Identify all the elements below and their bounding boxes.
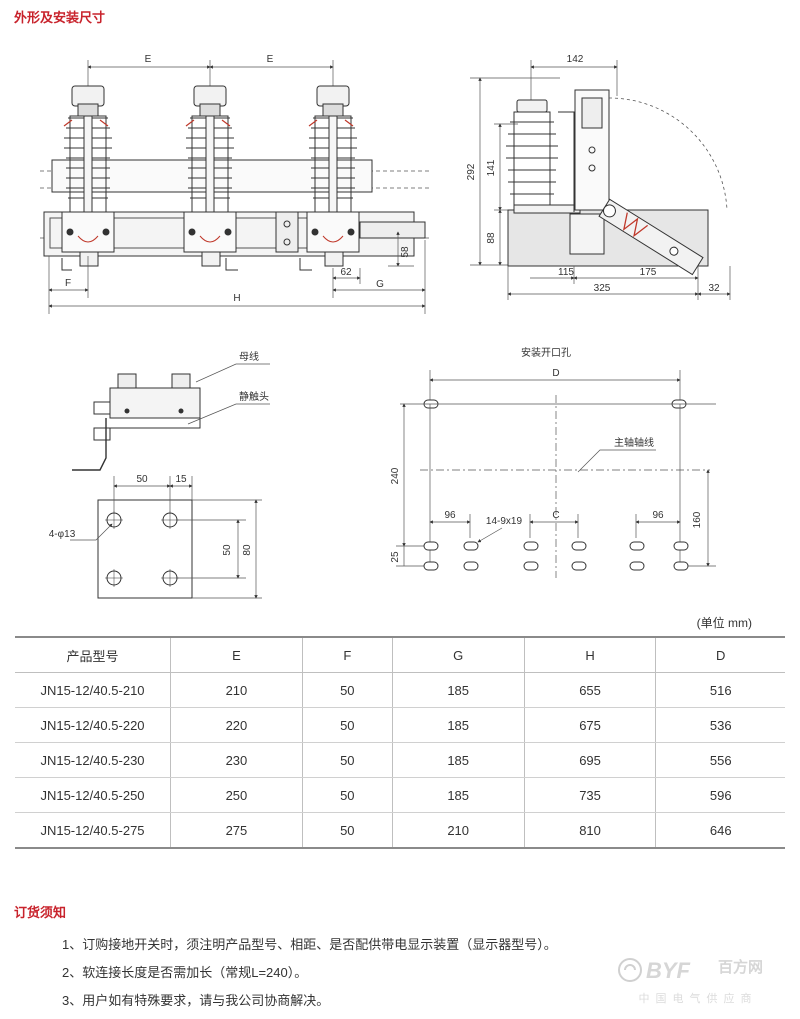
dim-label-25: 25 xyxy=(390,551,401,563)
side-view-drawing: 142 292 141 88 115 175 325 32 xyxy=(466,54,731,300)
watermark-brand: BYF xyxy=(646,958,691,983)
dim-label-c: C xyxy=(552,510,559,521)
table-cell: 516 xyxy=(655,672,785,708)
mounting-plan-drawing: 安装开口孔 D 主轴轴线 240 96 14-9x19 C 96 160 25 xyxy=(390,346,716,578)
list-item: 3、用户如有特殊要求，请与我公司协商解决。 xyxy=(62,993,330,1008)
table-header-cell: 产品型号 xyxy=(15,636,171,673)
dim-label-g: G xyxy=(376,279,384,290)
dimension-drawings: E E F 62 G H 58 xyxy=(40,54,731,599)
busbar-detail-drawing: 母线 静触头 50 15 4-φ13 50 80 xyxy=(49,350,270,599)
dim-label-240: 240 xyxy=(390,467,401,484)
table-header-cell: G xyxy=(391,636,525,673)
table-cell: JN15-12/40.5-230 xyxy=(15,742,171,778)
section-title-dimensions: 外形及安装尺寸 xyxy=(14,10,106,25)
dim-label-e-left: E xyxy=(145,54,152,65)
watermark-brand-cn: 百方网 xyxy=(718,958,763,976)
dim-label-325: 325 xyxy=(594,283,611,294)
label-slot-spec: 14-9x19 xyxy=(486,516,523,527)
dim-label-h: H xyxy=(233,293,240,304)
pole-1 xyxy=(61,85,115,271)
dim-label-142: 142 xyxy=(567,54,584,65)
table-cell: 185 xyxy=(391,777,525,813)
table-row: JN15-12/40.5-250 250 50 185 735 596 xyxy=(15,777,785,813)
section-title-ordering: 订货须知 xyxy=(14,905,67,920)
table-cell: 275 xyxy=(170,812,303,849)
table-cell: 210 xyxy=(391,812,525,849)
table-header-cell: D xyxy=(655,636,785,673)
list-item: 2、软连接长度是否需加长（常规L=240）。 xyxy=(62,965,308,980)
dim-label-62: 62 xyxy=(340,267,352,278)
watermark-tagline: 中国电气供应商 xyxy=(639,991,758,1005)
dim-label-32: 32 xyxy=(708,283,720,294)
dim-label-96-left: 96 xyxy=(444,510,456,521)
label-busbar: 母线 xyxy=(239,350,259,363)
list-item: 1、订购接地开关时，须注明产品型号、相距、是否配供带电显示装置（显示器型号）。 xyxy=(62,937,557,952)
table-header-row: 产品型号 E F G H D xyxy=(15,636,785,673)
pole-2 xyxy=(183,85,238,271)
table-cell: 220 xyxy=(170,707,303,743)
dim-label-busbar-15: 15 xyxy=(175,474,187,485)
label-main-shaft: 主轴轴线 xyxy=(614,436,654,449)
label-static-contact: 静触头 xyxy=(239,390,269,403)
table-cell: 735 xyxy=(523,777,656,813)
table-cell: 675 xyxy=(523,707,656,743)
table-header-cell: F xyxy=(301,636,393,673)
label-hole-spec: 4-φ13 xyxy=(49,529,76,540)
dim-label-e-right: E xyxy=(267,54,274,65)
dim-label-292: 292 xyxy=(466,163,477,180)
table-cell: 50 xyxy=(301,672,393,708)
table-cell: JN15-12/40.5-220 xyxy=(15,707,171,743)
table-row: JN15-12/40.5-275 275 50 210 810 646 xyxy=(15,812,785,849)
table-cell: 230 xyxy=(170,742,303,778)
dim-label-58: 58 xyxy=(400,246,411,258)
dim-label-d: D xyxy=(552,368,559,379)
watermark-logo: BYF 百方网 中国电气供应商 xyxy=(618,958,763,1005)
table-cell: 50 xyxy=(301,742,393,778)
table-cell: 536 xyxy=(655,707,785,743)
table-cell: 50 xyxy=(301,812,393,849)
dim-label-88: 88 xyxy=(486,232,497,244)
table-cell: JN15-12/40.5-250 xyxy=(15,777,171,813)
dim-label-96-right: 96 xyxy=(652,510,664,521)
dim-label-160: 160 xyxy=(692,511,703,528)
dim-label-busbar-50: 50 xyxy=(136,474,148,485)
dim-label-175: 175 xyxy=(640,267,657,278)
table-row: JN15-12/40.5-220 220 50 185 675 536 xyxy=(15,707,785,743)
table-cell: 250 xyxy=(170,777,303,813)
table-cell: 655 xyxy=(523,672,656,708)
table-header-cell: E xyxy=(170,636,303,673)
dim-label-115: 115 xyxy=(558,267,574,278)
mounting-plan-title: 安装开口孔 xyxy=(521,346,571,359)
table-cell: JN15-12/40.5-275 xyxy=(15,812,171,849)
table-cell: 185 xyxy=(391,742,525,778)
table-cell: 50 xyxy=(301,777,393,813)
dim-label-f: F xyxy=(65,278,71,289)
dim-label-busbar-50v: 50 xyxy=(222,544,233,556)
unit-note: (单位 mm) xyxy=(696,616,752,630)
table-cell: 50 xyxy=(301,707,393,743)
table-cell: 596 xyxy=(655,777,785,813)
ordering-notes: 1、订购接地开关时，须注明产品型号、相距、是否配供带电显示装置（显示器型号）。 … xyxy=(62,935,557,1019)
table-row: JN15-12/40.5-230 230 50 185 695 556 xyxy=(15,742,785,778)
dim-label-busbar-80: 80 xyxy=(242,544,253,556)
table-cell: 810 xyxy=(523,812,656,849)
table-cell: 646 xyxy=(655,812,785,849)
table-cell: JN15-12/40.5-210 xyxy=(15,672,171,708)
pole-3 xyxy=(299,85,360,271)
table-cell: 556 xyxy=(655,742,785,778)
spec-table: 产品型号 E F G H D JN15-12/40.5-210 210 50 1… xyxy=(15,636,785,849)
table-cell: 210 xyxy=(170,672,303,708)
dim-label-141: 141 xyxy=(486,159,497,176)
table-cell: 185 xyxy=(391,707,525,743)
table-header-cell: H xyxy=(523,636,656,673)
table-cell: 185 xyxy=(391,672,525,708)
table-row: JN15-12/40.5-210 210 50 185 655 516 xyxy=(15,672,785,708)
table-cell: 695 xyxy=(523,742,656,778)
front-view-drawing: E E F 62 G H 58 xyxy=(40,54,430,314)
